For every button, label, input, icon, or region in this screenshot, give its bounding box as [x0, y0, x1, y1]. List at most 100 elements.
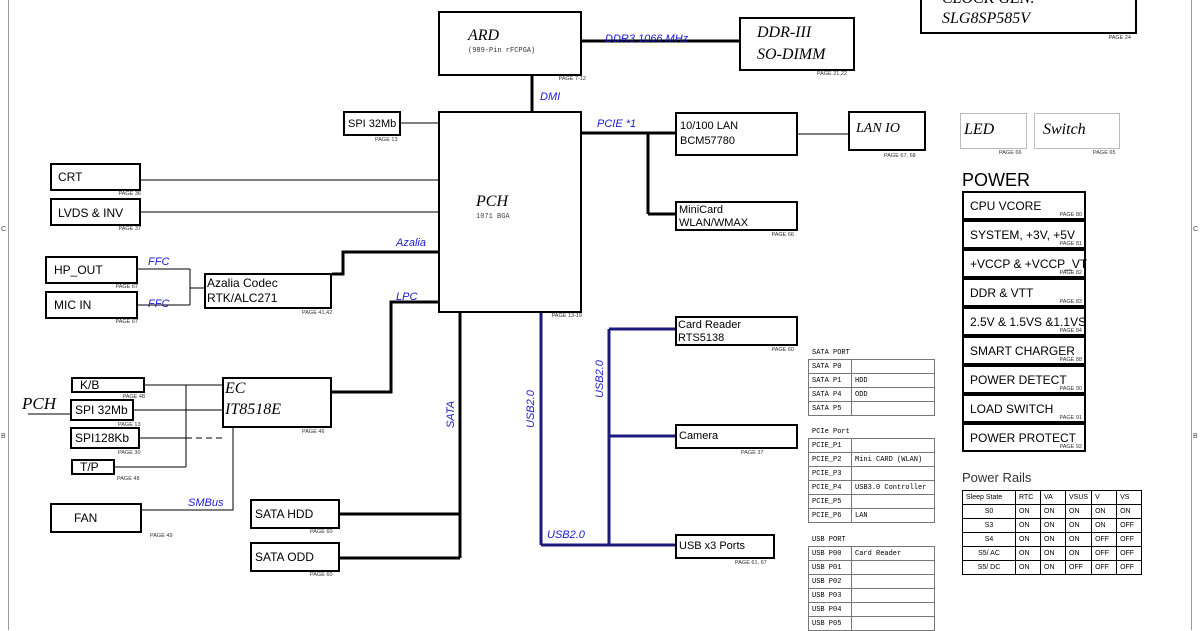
rails-value-cell: ON [1064, 532, 1093, 547]
pch-subtitle: 1071 BGA [476, 213, 510, 221]
rails-value-cell: ON [1015, 518, 1041, 533]
usb-trunk-bus-label: USB2.0 [525, 390, 537, 428]
card-reader-block: Card Reader RTS5138 PAGE 60 [675, 316, 798, 353]
ffc-hp-label: FFC [148, 256, 170, 268]
port-name-cell: PCIE_P6 [808, 508, 852, 523]
port-name-cell: PCIE_P4 [808, 480, 852, 495]
kb-page-ref: PAGE 48 [122, 394, 145, 400]
azalia-bus-label: Azalia [396, 237, 426, 249]
minicard-page-ref: PAGE 66 [771, 232, 794, 238]
rails-value-cell: OFF [1091, 560, 1118, 575]
power-heading: POWER [962, 170, 1031, 190]
ard-title: ARD [468, 27, 500, 44]
port-name-cell: PCIE_P3 [808, 466, 852, 481]
power-item-label: DDR & VTT [970, 286, 1034, 300]
port-row: SATA P0 [808, 359, 935, 374]
power-item-page-ref: PAGE 81 [1059, 241, 1082, 247]
tp-label: T/P [80, 460, 99, 474]
led-page-ref: PAGE 66 [999, 150, 1022, 156]
port-device-cell: LAN [851, 508, 935, 523]
power-item-label: CPU VCORE [970, 199, 1042, 213]
port-row: USB P04 [808, 602, 935, 617]
fan-label: FAN [74, 511, 98, 525]
minicard-line-1: MiniCard [679, 204, 724, 216]
power-item-label: LOAD SWITCH [970, 402, 1054, 416]
sata-bus-label: SATA [445, 400, 457, 428]
lvds-inverter-block: LVDS & INV PAGE 37 [50, 198, 141, 232]
port-name-cell: USB P02 [808, 574, 852, 589]
codec-page-ref: PAGE 41,42 [302, 310, 333, 316]
ddr-line-2: SO-DIMM [757, 46, 826, 63]
sata-odd-block: SATA ODD PAGE 60 [250, 542, 340, 578]
ard-cpu-block: ARD (989-Pin rFCPGA) PAGE 7-12 [438, 11, 586, 82]
ec-page-ref: PAGE 46 [302, 429, 325, 435]
clock-line-2: SLG8SP585V [942, 10, 1030, 27]
port-name-cell: PCIE_P5 [808, 494, 852, 509]
codec-line-2: RTK/ALC271 [207, 291, 278, 305]
power-item-label: SMART CHARGER [970, 344, 1075, 358]
mic-in-label: MIC IN [54, 298, 92, 312]
power-item-label: +VCCP & +VCCP_VT [970, 257, 1088, 271]
port-name-cell: USB P04 [808, 602, 852, 617]
port-device-cell: HDD [851, 373, 935, 388]
port-device-cell: Mini CARD (WLAN) [851, 452, 935, 467]
dmi-bus-label: DMI [540, 91, 561, 103]
rails-value-cell: OFF [1116, 532, 1143, 547]
lvds-label: LVDS & INV [58, 206, 124, 220]
port-device-cell [851, 574, 935, 589]
power-rails-title: Power Rails [962, 470, 1032, 485]
ec-spi-32mb-block: SPI 32Mb PAGE 13 [70, 399, 141, 428]
port-device-cell [851, 602, 935, 617]
clock-page-ref: PAGE 24 [1108, 35, 1131, 41]
lan-io-label: LAN IO [856, 121, 900, 136]
port-device-cell [851, 588, 935, 603]
rails-value-cell: ON [1091, 504, 1118, 519]
port-device-cell [851, 616, 935, 631]
pch-page-ref: PAGE 13-19 [551, 313, 582, 319]
hp-out-page-ref: PAGE 67 [115, 284, 138, 290]
rails-value-cell: ON [1040, 546, 1066, 561]
port-device-cell [851, 560, 935, 575]
ard-subtitle: (989-Pin rFCPGA) [468, 47, 536, 55]
rails-value-cell: ON [1064, 518, 1093, 533]
rails-value-cell: OFF [1116, 518, 1143, 533]
rails-state-cell: S0 [962, 504, 1016, 519]
hp-out-label: HP_OUT [54, 263, 103, 277]
crt-label: CRT [58, 170, 83, 184]
port-row: PCIE_P1 [808, 438, 935, 453]
margin-marker-b-right: B [1193, 433, 1198, 440]
rails-value-cell: ON [1040, 532, 1066, 547]
spi32-page-ref: PAGE 13 [118, 422, 141, 428]
power-item-page-ref: PAGE 82 [1059, 270, 1082, 276]
rails-value-cell: OFF [1091, 532, 1118, 547]
power-item-page-ref: PAGE 80 [1059, 212, 1082, 218]
led-label: LED [964, 121, 995, 138]
spi128-page-ref: PAGE 30 [118, 450, 141, 456]
spi32-label: SPI 32Mb [75, 403, 128, 417]
embedded-controller-block: EC IT8518E PAGE 46 [222, 377, 332, 435]
ddr-line-1: DDR-III [757, 24, 812, 41]
usb-branch-bus-label: USB2.0 [594, 360, 606, 398]
rails-value-cell: OFF [1116, 546, 1143, 561]
rails-value-cell: ON [1116, 504, 1143, 519]
sata-hdd-label: SATA HDD [255, 507, 314, 521]
sheet-left-border [8, 0, 9, 630]
port-name-cell: USB P01 [808, 560, 852, 575]
port-device-cell [851, 466, 935, 481]
card-reader-page-ref: PAGE 60 [771, 347, 794, 353]
port-device-cell [851, 494, 935, 509]
margin-marker-c-right: C [1193, 226, 1199, 233]
rails-value-cell: ON [1040, 504, 1066, 519]
port-device-cell [851, 438, 935, 453]
audio-codec-block: Azalia Codec RTK/ALC271 PAGE 41,42 [204, 273, 332, 316]
usb-ports-label: USB x3 Ports [679, 540, 746, 552]
spi128-label: SPI128Kb [75, 431, 130, 445]
